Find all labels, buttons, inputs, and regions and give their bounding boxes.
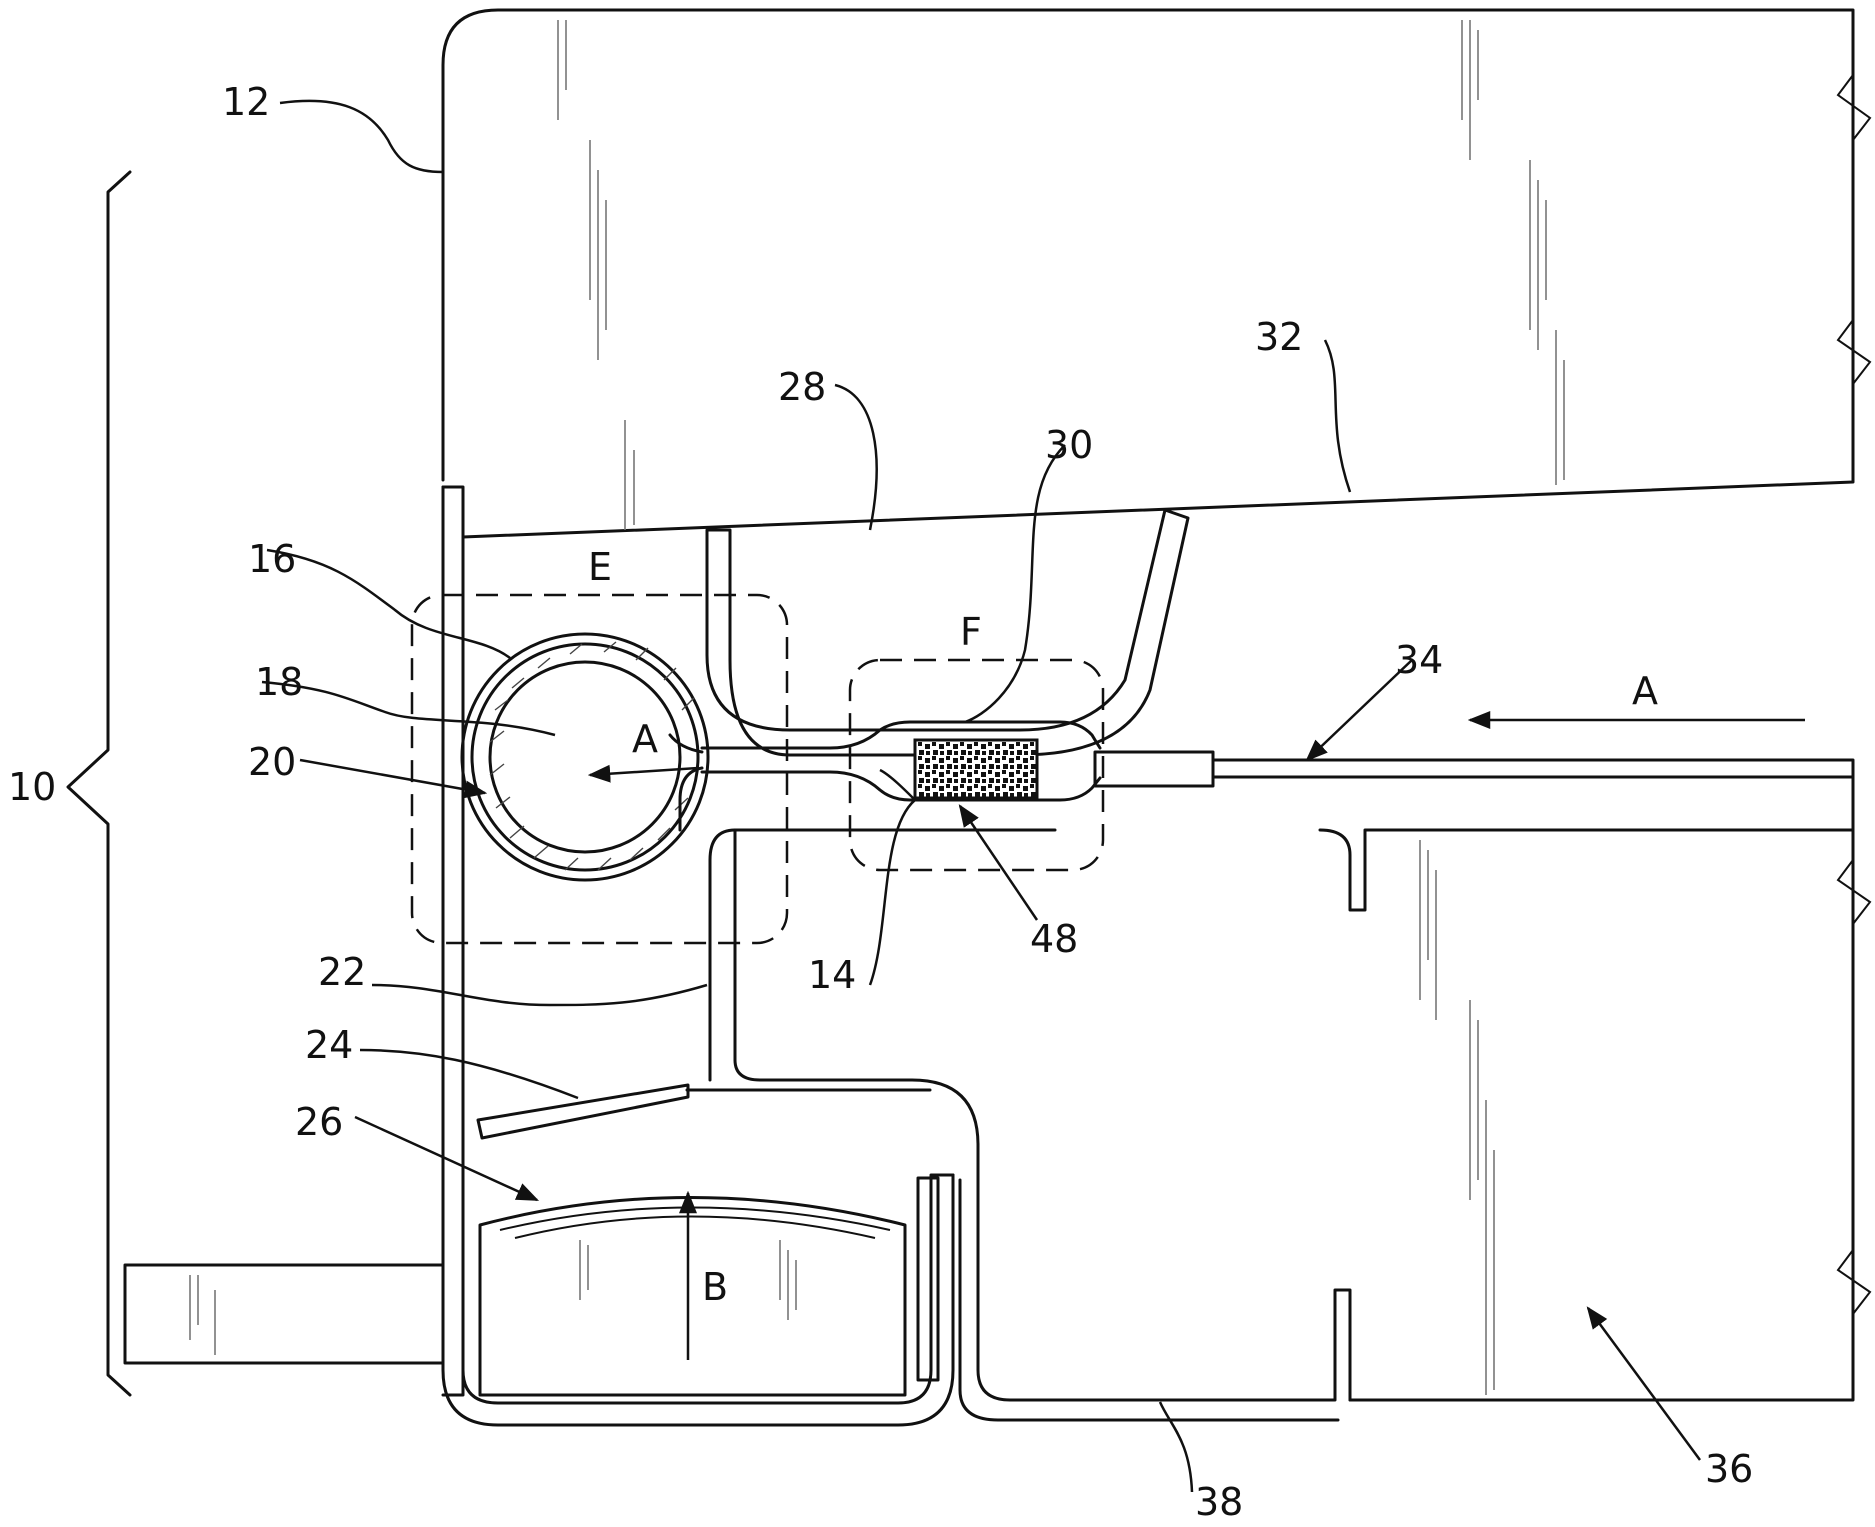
channel-wall bbox=[707, 510, 1188, 755]
feed-tube bbox=[670, 722, 1100, 830]
assembly-brace bbox=[68, 172, 130, 1395]
label-32: 32 bbox=[1255, 315, 1303, 359]
label-14: 14 bbox=[808, 953, 856, 997]
label-28: 28 bbox=[778, 365, 826, 409]
label-flow-a-chamber: A bbox=[632, 717, 658, 761]
filter-element bbox=[915, 740, 1037, 798]
inlet-pipe bbox=[1095, 752, 1853, 910]
label-20: 20 bbox=[248, 740, 296, 784]
label-34: 34 bbox=[1395, 638, 1443, 682]
flap bbox=[478, 1085, 688, 1138]
label-detail-f: F bbox=[960, 610, 982, 654]
label-22: 22 bbox=[318, 950, 366, 994]
label-30: 30 bbox=[1045, 423, 1093, 467]
mounting-tab bbox=[125, 1265, 443, 1363]
label-24: 24 bbox=[305, 1023, 353, 1067]
label-16: 16 bbox=[248, 537, 296, 581]
airbag-ring bbox=[462, 634, 708, 880]
label-10: 10 bbox=[8, 765, 56, 809]
label-flow-b: B bbox=[702, 1265, 728, 1309]
label-36: 36 bbox=[1705, 1447, 1753, 1491]
label-detail-e: E bbox=[588, 545, 612, 589]
flow-arrow-chamber bbox=[590, 768, 698, 775]
label-48: 48 bbox=[1030, 917, 1078, 961]
label-38: 38 bbox=[1195, 1480, 1243, 1522]
label-26: 26 bbox=[295, 1100, 343, 1144]
label-18: 18 bbox=[255, 660, 303, 704]
label-flow-a-inlet: A bbox=[1632, 669, 1658, 713]
lower-housing bbox=[960, 830, 1870, 1420]
upper-housing bbox=[443, 10, 1870, 537]
label-12: 12 bbox=[222, 80, 270, 124]
reference-labels: 10 12 14 16 18 20 22 24 26 28 30 32 34 3… bbox=[8, 80, 1753, 1522]
